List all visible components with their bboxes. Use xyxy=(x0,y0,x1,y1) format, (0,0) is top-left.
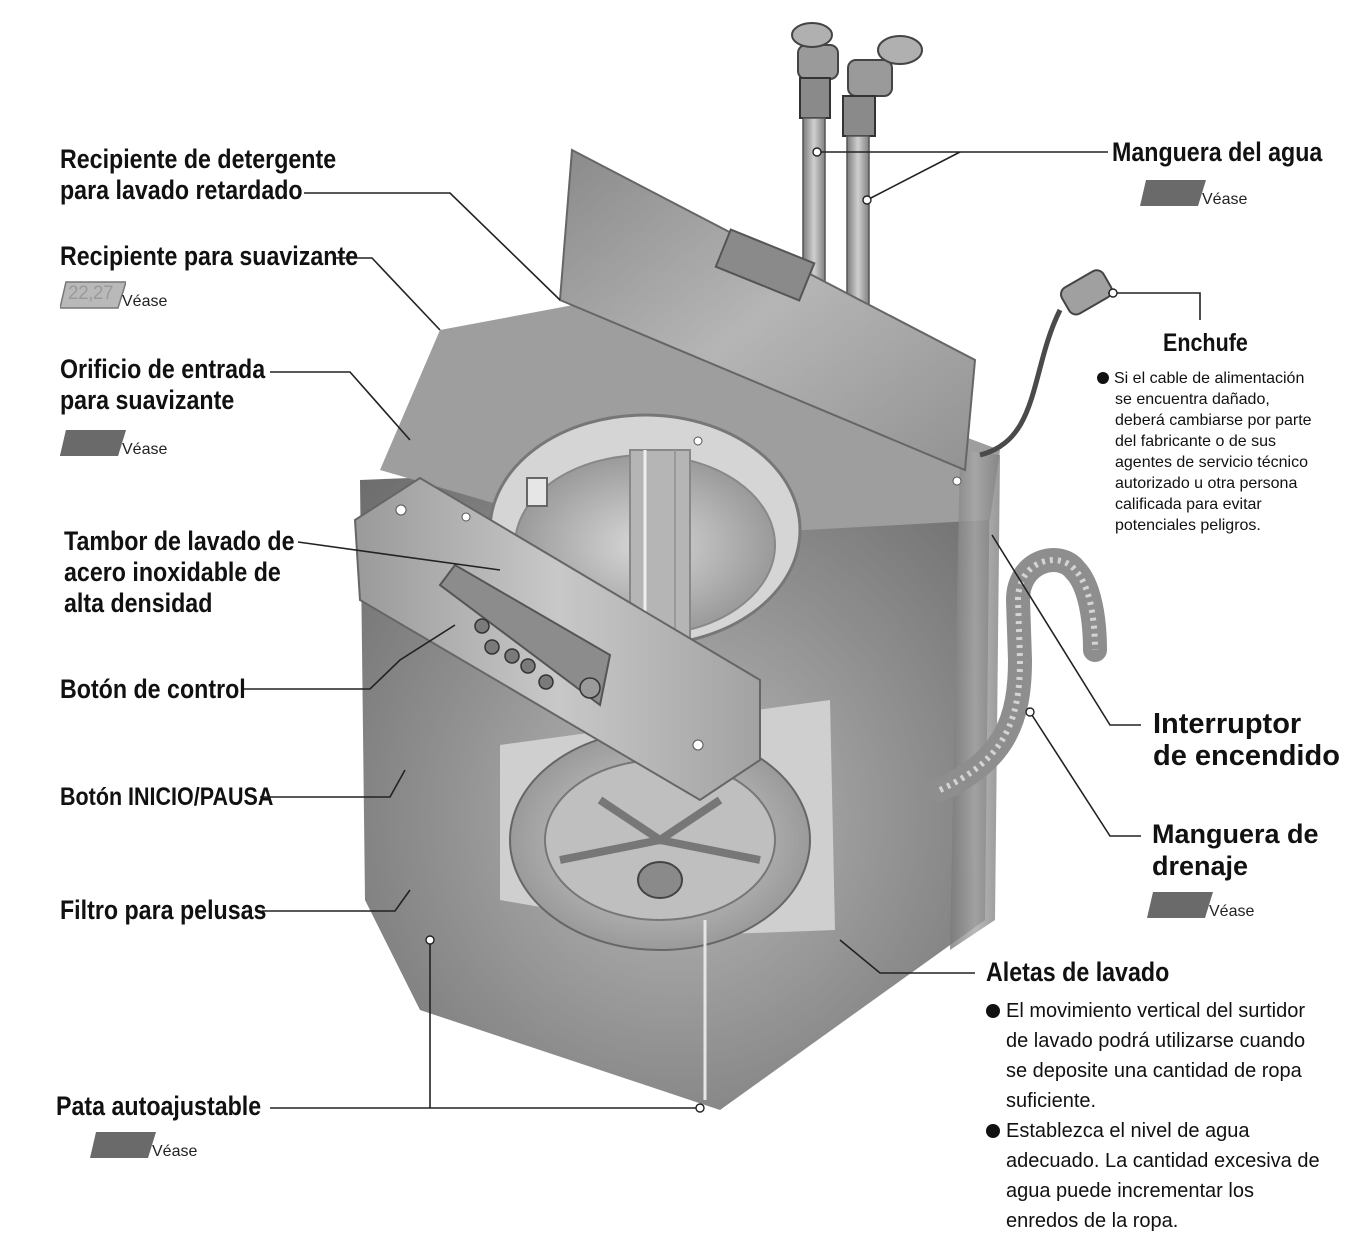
ref-water-hose: Véase xyxy=(1140,178,1260,208)
page-reference-tab-icon xyxy=(90,1130,156,1160)
power-cord xyxy=(980,310,1060,455)
label-plug: Enchufe xyxy=(1163,328,1248,359)
label-pulsator: Aletas de lavado xyxy=(986,957,1169,988)
label-softener-inlet: Orificio de entrada para suavizante xyxy=(60,354,265,416)
water-tap-right xyxy=(843,36,922,136)
note-plug: Si el cable de alimentación se encuentra… xyxy=(1097,368,1312,536)
page-reference-tab-icon xyxy=(60,428,126,458)
label-power-switch: Interruptor de encendido xyxy=(1153,708,1340,772)
label-drum: Tambor de lavado de acero inoxidable de … xyxy=(64,526,295,619)
ref-softener-inlet: Véase xyxy=(60,428,180,458)
ref-leveling-leg: Véase xyxy=(90,1130,210,1160)
page-reference-tab-icon xyxy=(1147,890,1213,920)
water-tap-left xyxy=(792,23,838,118)
power-plug xyxy=(1058,267,1115,317)
label-detergent-dispenser: Recipiente de detergente para lavado ret… xyxy=(60,144,336,206)
note-pulsator: El movimiento vertical del surtidor de l… xyxy=(986,996,1320,1236)
label-control-button: Botón de control xyxy=(60,674,246,705)
ref-softener-dispenser: 22,27 Véase xyxy=(60,280,200,310)
ref-drain-hose: Véase xyxy=(1147,890,1267,920)
label-leveling-leg: Pata autoajustable xyxy=(56,1091,261,1122)
page-reference-tab-icon xyxy=(1140,178,1206,208)
label-softener-dispenser: Recipiente para suavizante xyxy=(60,241,358,272)
bullet-icon xyxy=(986,1004,1000,1018)
label-drain-hose: Manguera de drenaje xyxy=(1152,818,1319,882)
label-start-pause-button: Botón INICIO/PAUSA xyxy=(60,782,273,813)
bullet-icon xyxy=(1097,372,1109,384)
label-water-hose: Manguera del agua xyxy=(1112,137,1322,168)
label-lint-filter: Filtro para pelusas xyxy=(60,895,266,926)
bullet-icon xyxy=(986,1124,1000,1138)
